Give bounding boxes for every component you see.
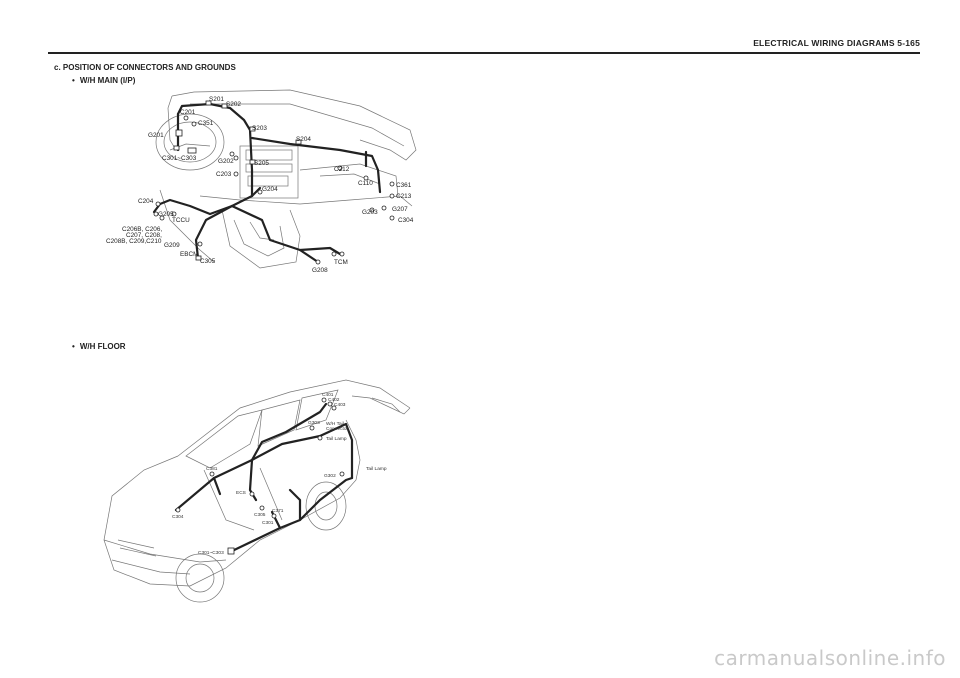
header-rule: [48, 52, 920, 54]
label-TCM: TCM: [334, 259, 348, 266]
label-C402: C402: [328, 397, 340, 403]
label-C201: C201: [180, 109, 196, 116]
label-C304: C304: [398, 217, 414, 224]
label-S204: S204: [296, 136, 311, 143]
label-wh-tail-2: Connector: [326, 426, 349, 432]
dashboard-outline: [155, 89, 417, 269]
label-C371: C371: [272, 508, 284, 514]
label-G205: G205: [158, 211, 174, 218]
label-C203: C203: [216, 171, 232, 178]
wh-main-ip-heading: W/H MAIN (I/P): [72, 76, 136, 85]
label-tail-lamp-1: Tail Lamp: [326, 436, 347, 442]
label-tail-lamp-2: Tail Lamp: [366, 466, 387, 472]
label-C301: C301: [262, 520, 274, 526]
label-C301-C303: C301~C303: [198, 550, 224, 556]
label-G201: G201: [148, 132, 164, 139]
label-G207: G207: [392, 206, 408, 213]
label-c206b-group-2: C207, C208,: [126, 232, 162, 239]
wh-floor-heading: W/H FLOOR: [72, 342, 126, 351]
label-S205: S205: [254, 160, 269, 167]
floor-connector-markers: [175, 397, 345, 555]
label-G203: G203: [362, 209, 378, 216]
label-C110: C110: [358, 180, 373, 187]
header-title: ELECTRICAL WIRING DIAGRAMS 5-165: [753, 38, 920, 48]
label-C212: C212: [334, 166, 350, 173]
label-C351: C351: [198, 120, 214, 127]
label-C403: C403: [334, 402, 346, 408]
label-G303: G303: [308, 420, 320, 426]
label-C305: C305: [254, 512, 266, 518]
label-C361: C361: [396, 182, 412, 189]
main-harness: [152, 102, 382, 264]
label-G202: G202: [218, 158, 234, 165]
section-title: c. POSITION OF CONNECTORS AND GROUNDS: [54, 63, 236, 72]
connector-markers: [153, 100, 395, 265]
label-S201: S201: [209, 96, 224, 103]
label-C381: C381: [206, 466, 218, 472]
label-C305: C305: [200, 258, 216, 265]
label-G208: G208: [312, 267, 328, 274]
label-C301-C303: C301~C303: [162, 155, 197, 162]
watermark: carmanualsonline.info: [714, 646, 946, 670]
label-C304: C304: [172, 514, 184, 520]
label-TCCU: TCCU: [172, 217, 190, 224]
label-S202: S202: [226, 101, 241, 108]
car-outline: [103, 379, 411, 603]
label-EBCM: EBCM: [180, 251, 198, 258]
page-header: ELECTRICAL WIRING DIAGRAMS 5-165: [48, 38, 920, 52]
label-S203: S203: [252, 125, 267, 132]
label-G302: G302: [324, 473, 336, 479]
label-wh-tail-1: W/H Tail: [326, 421, 344, 427]
label-c206b-group-3: C208B, C209,C210: [106, 238, 162, 245]
label-ECS: ECS: [236, 490, 246, 496]
label-C401: C401: [322, 392, 334, 398]
label-c206b-group-1: C206B, C206,: [122, 226, 162, 233]
label-G209: G209: [164, 242, 180, 249]
label-G204: G204: [262, 186, 278, 193]
label-C204: C204: [138, 198, 154, 205]
label-C213: C213: [396, 193, 412, 200]
